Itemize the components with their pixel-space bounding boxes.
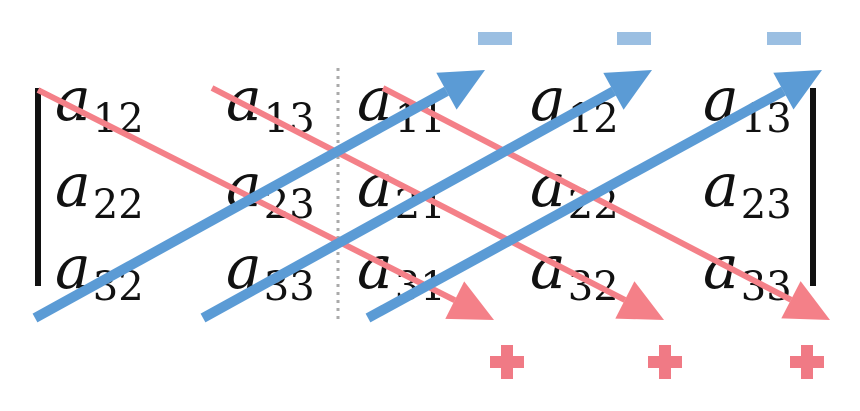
blue-diagonal-arrow-1-shaft	[32, 86, 449, 323]
matrix-entry: a23	[703, 156, 792, 225]
red-diagonal-arrow-1	[36, 87, 494, 320]
plus-sign-icon	[648, 345, 682, 379]
plus-sign-icon	[490, 345, 524, 379]
matrix-entry: a22	[55, 156, 144, 225]
entry-base: a	[55, 151, 91, 221]
minus-sign-icon	[478, 32, 512, 45]
blue-diagonal-arrow-3-head	[773, 70, 822, 110]
blue-diagonal-arrow-3-shaft	[365, 86, 786, 323]
blue-diagonal-arrow-2-head	[603, 70, 652, 110]
blue-diagonal-arrow-1-head	[436, 70, 485, 110]
plus-sign-icon	[790, 345, 824, 379]
red-diagonal-arrow-1-shaft	[36, 87, 457, 303]
red-diagonal-arrow-2-head	[615, 281, 664, 320]
blue-diagonal-arrow-2	[200, 70, 652, 323]
matrix-entry: a33	[226, 238, 315, 307]
matrix-left-bar	[35, 88, 41, 286]
entry-subscript: 23	[740, 182, 792, 228]
entry-base: a	[703, 151, 739, 221]
blue-diagonal-arrow-3	[365, 70, 822, 323]
matrix-right-bar	[810, 88, 816, 286]
minus-sign-icon	[767, 32, 801, 45]
blue-diagonal-arrow-1	[32, 70, 485, 323]
matrix-entry: a33	[703, 238, 792, 307]
minus-sign-icon	[617, 32, 651, 45]
entry-subscript: 22	[92, 182, 144, 228]
red-diagonal-arrow-3-head	[781, 281, 830, 320]
red-diagonal-arrow-3	[381, 85, 830, 320]
red-diagonal-arrow-1-head	[445, 281, 494, 320]
blue-diagonal-arrow-2-shaft	[200, 86, 616, 323]
